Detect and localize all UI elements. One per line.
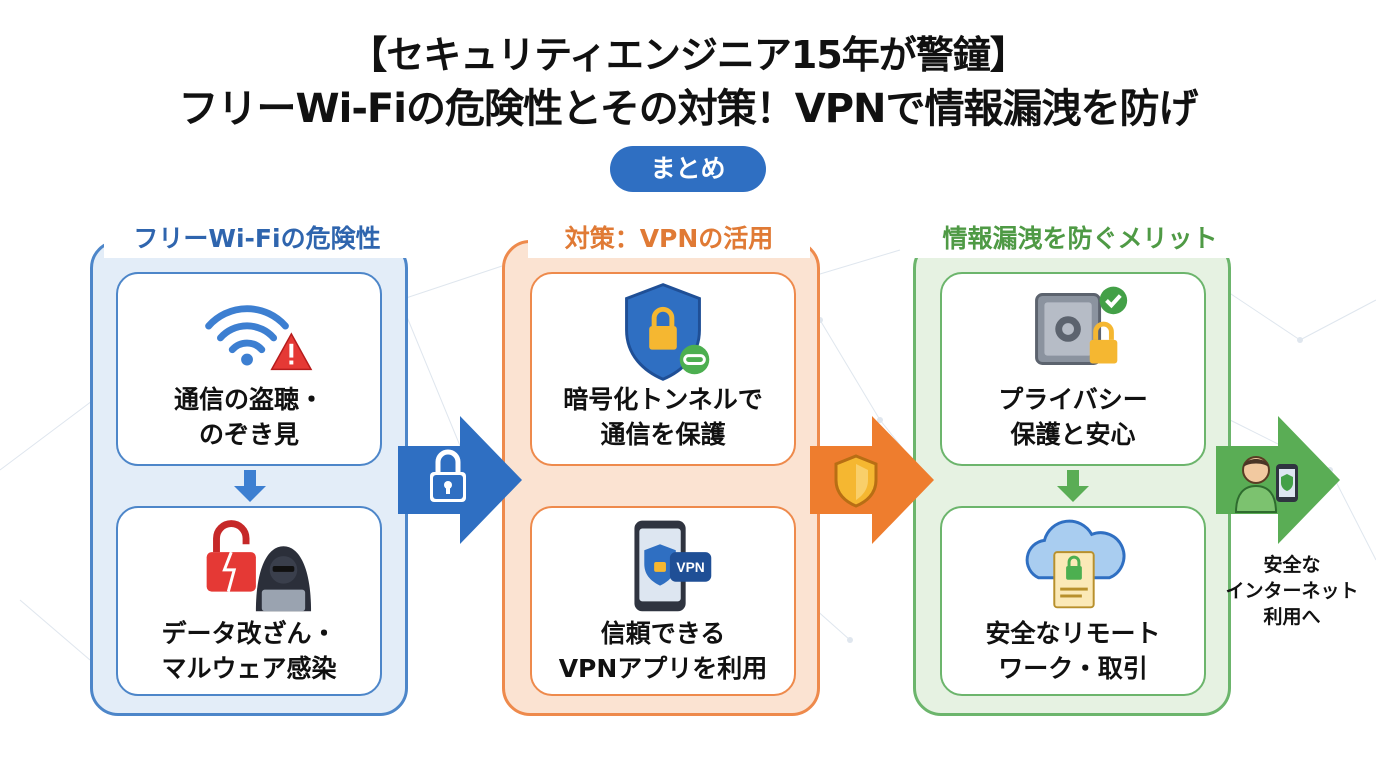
outcome-line1: 安全な [1263,554,1321,576]
card-encrypted-tunnel: 暗号化トンネルで 通信を保護 [530,272,796,466]
wifi-warning-icon [205,305,313,371]
down-arrow-icon-green [1057,470,1089,502]
outcome-label: 安全な インターネット 利用へ [1212,552,1372,630]
phone-vpn-icon: VPN [634,520,712,612]
flow-arrow-blue [398,416,522,544]
hacker-icon [206,520,312,612]
card-privacy-line2: 保護と安心 [1010,420,1136,449]
card-encrypted-tunnel-line1: 暗号化トンネルで [563,385,763,414]
card-trusted-vpn-app-line2: VPNアプリを利用 [558,654,768,683]
down-arrow-icon [234,470,266,502]
card-eavesdropping: 通信の盗聴・ のぞき見 [116,272,382,466]
card-encrypted-tunnel-line2: 通信を保護 [600,420,726,449]
card-privacy: プライバシー 保護と安心 [940,272,1206,466]
vpn-badge-label: VPN [676,560,704,575]
card-remote-work-line2: ワーク・取引 [998,654,1148,683]
panel-vpn-measures-title: 対策：VPNの活用 [528,220,810,258]
shield-icon [834,454,878,508]
outcome-line3: 利用へ [1263,606,1321,628]
card-trusted-vpn-app-line1: 信頼できる [600,619,726,648]
padlock-icon [430,449,466,502]
safe-check-icon [1035,286,1128,365]
panel-benefits-title: 情報漏洩を防ぐメリット [910,220,1250,258]
shield-lock-icon [625,283,710,381]
flow-arrow-green [1216,416,1340,544]
card-remote-work-line1: 安全なリモート [985,619,1161,648]
page-title-line1: 【セキュリティエンジニア15年が警鐘】 [349,33,1028,77]
card-tampering: データ改ざん・ マルウェア感染 [116,506,382,696]
panel-wifi-risks-title: フリーWi-Fiの危険性 [104,220,410,258]
card-eavesdropping-line1: 通信の盗聴・ [173,385,324,414]
outcome-line2: インターネット [1225,580,1359,602]
summary-pill: まとめ [610,146,766,192]
user-phone-icon [1234,456,1298,513]
card-tampering-line2: マルウェア感染 [161,654,337,683]
card-tampering-line1: データ改ざん・ [161,619,337,648]
card-eavesdropping-line2: のぞき見 [198,420,299,449]
card-remote-work: 安全なリモート ワーク・取引 [940,506,1206,696]
flow-arrow-orange [810,416,934,544]
page-title-line2: フリーWi-Fiの危険性とその対策！VPNで情報漏洩を防げ [178,86,1198,132]
card-privacy-line1: プライバシー [998,385,1148,414]
card-trusted-vpn-app: VPN 信頼できる VPNアプリを利用 [530,506,796,696]
cloud-document-icon [1025,519,1126,609]
